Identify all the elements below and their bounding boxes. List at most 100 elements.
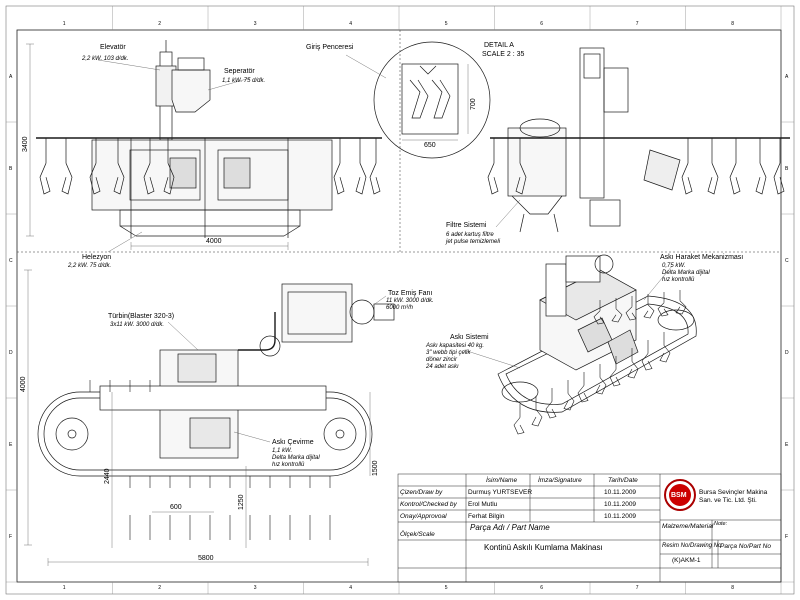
col-date-header: Tarih/Date (608, 477, 638, 484)
drawing-no-label: Resim No/Drawing No (662, 543, 722, 549)
hanger-hook (707, 138, 719, 195)
hanger-hook (609, 356, 621, 387)
hanger-hook (657, 292, 669, 317)
hanger-hook (333, 138, 345, 195)
company-logo-text: BSM (671, 492, 687, 499)
grid-col-label: 1 (62, 585, 66, 591)
detail-circle (373, 41, 491, 159)
grid-row-label: E (785, 442, 789, 448)
approval-date: 10.11.2009 (604, 513, 637, 520)
hanger-hook (773, 138, 785, 195)
grid-col-label: 5 (444, 21, 448, 27)
elevator-spec: 2,2 kW. 103 d/dk. (82, 56, 129, 62)
drawn-by-name: Durmuş YURTSEVER (468, 489, 533, 496)
iso-view (463, 254, 697, 413)
detail-title: DETAIL A (484, 42, 514, 49)
top-view (37, 283, 395, 477)
dim-2440: 2440 (104, 468, 111, 484)
drawn-by-label: Çizen/Draw by (400, 489, 443, 496)
grid-col-label: 8 (731, 21, 735, 27)
dim-1500: 1500 (372, 460, 379, 476)
detail-scale: SCALE 2 : 35 (482, 51, 525, 58)
dim-1250: 1250 (238, 494, 245, 510)
title-block-lines (397, 473, 782, 583)
hanger-hook (61, 138, 73, 195)
grid-col-label: 6 (540, 585, 544, 591)
approval-label: Onay/Approvoal (400, 513, 447, 520)
iso-hanger-hooks (513, 290, 687, 435)
hanger-hook (545, 388, 557, 419)
hanger-hook (355, 138, 367, 195)
hanger-hook (89, 138, 101, 195)
turbine-spec: 3x11 kW. 3000 d/dk. (110, 322, 165, 328)
col-signature-header: İmza/Signature (538, 477, 582, 484)
checked-by-date: 10.11.2009 (604, 501, 637, 508)
hanger-hook (627, 348, 639, 379)
grid-col-label: 1 (62, 21, 66, 27)
grid-row-label: B (785, 166, 789, 172)
part-name: Kontinü Askılı Kumlama Makinası (484, 543, 603, 552)
hanger-system-spec-4: 24 adet askı (426, 364, 459, 370)
grid-row-label: C (9, 258, 13, 264)
grid-row-label: E (9, 442, 13, 448)
detail-width-dim: 650 (424, 142, 436, 149)
hanger-hook (577, 372, 589, 403)
dust-fan-box (281, 283, 353, 343)
separator-label: Seperatör (224, 68, 255, 75)
elevator-label: Elevatör (100, 44, 126, 51)
grid-col-label: 5 (444, 585, 448, 591)
hanger-hook (531, 396, 543, 427)
hanger-motion-spec-3: hız kontrollü (662, 277, 695, 283)
grid-row-label: B (9, 166, 13, 172)
outer-frame (5, 5, 795, 595)
hanger-hook (595, 364, 607, 395)
hanger-hook (681, 138, 693, 195)
hanger-turn-spec-1: 1,1 kW. (272, 448, 293, 454)
grid-row-label: A (9, 74, 13, 80)
iso-sprocket-right (657, 309, 695, 331)
hanger-motion-label: Askı Haraket Mekanizması (660, 254, 744, 261)
grid-row-label: C (785, 258, 789, 264)
grid-col-label: 3 (253, 21, 257, 27)
company-name-line-1: Bursa Sevinçler Makina (699, 489, 768, 496)
filter-leader (495, 199, 521, 228)
iso-elevator (545, 263, 567, 317)
sprocket-left (55, 417, 89, 451)
detail-height-dim: 700 (470, 98, 477, 110)
top-dimensions (24, 269, 387, 566)
turbine-label: Türbin(Blaster 320-3) (108, 313, 175, 320)
grid-col-label: 4 (349, 585, 353, 591)
dim-5800: 5800 (198, 555, 214, 562)
grid-col-label: 2 (158, 585, 162, 591)
hanger-hook (487, 138, 499, 195)
bsm-logo (664, 479, 696, 511)
hanger-hook (641, 340, 653, 371)
front-width-dim: 4000 (206, 238, 222, 245)
grid-ticks (6, 6, 794, 594)
grid-row-label: F (9, 534, 13, 540)
filter-label: Filtre Sistemi (446, 222, 487, 229)
hanger-hook (643, 294, 655, 319)
helix-label: Helezyon (82, 254, 112, 261)
hanger-hook (369, 138, 381, 195)
grid-col-label: 3 (253, 585, 257, 591)
hanger-hook (163, 138, 175, 195)
hanger-turn-spec-2: Delta Marka dijital (272, 455, 320, 461)
top-hanger-hooks (89, 380, 331, 540)
front-dimensions (26, 43, 289, 253)
sprocket-right (323, 417, 357, 451)
filter-spec-2: jet pulse temizlemeli (446, 239, 501, 245)
side-view (490, 47, 790, 233)
grid-col-label: 7 (635, 585, 639, 591)
hanger-hook (143, 138, 155, 195)
side-elevator (579, 47, 605, 199)
checked-by-label: Kontrol/Checked by (400, 501, 457, 508)
dim-600: 600 (170, 504, 182, 511)
blast-cabin (91, 139, 333, 211)
checked-by-name: Erol Mutlu (468, 501, 498, 508)
front-hanger-hooks (39, 138, 381, 195)
hanger-system-spec-2: 3" webb tipi çelik (426, 350, 471, 356)
hanger-motion-spec-1: 0,75 kW. (662, 263, 686, 269)
hanger-hook (39, 138, 51, 195)
